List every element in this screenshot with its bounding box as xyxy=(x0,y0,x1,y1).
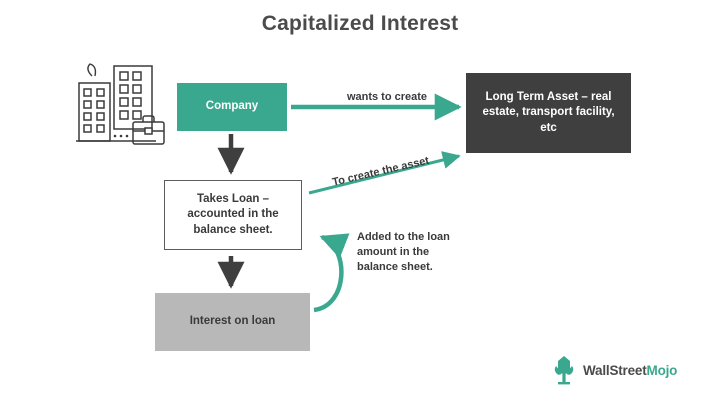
node-takes-loan-label: Takes Loan – accounted in the balance sh… xyxy=(187,192,279,236)
page-title: Capitalized Interest xyxy=(261,12,459,35)
wallstreetmojo-logo-icon xyxy=(554,356,574,385)
node-company[interactable]: Company xyxy=(177,83,287,131)
edge-interest-to-loan xyxy=(313,233,350,313)
node-interest-on-loan[interactable]: Interest on loan xyxy=(155,293,310,351)
edge-label-wants-to-create: wants to create xyxy=(346,91,428,103)
briefcase-icon xyxy=(132,115,165,145)
node-long-term-asset[interactable]: Long Term Asset – real estate, transport… xyxy=(466,73,631,153)
node-company-label: Company xyxy=(205,100,259,113)
node-interest-on-loan-label: Interest on loan xyxy=(189,315,276,328)
office-building-icon xyxy=(76,63,156,142)
node-long-term-asset-label: Long Term Asset – real estate, transport… xyxy=(482,90,615,134)
node-takes-loan[interactable]: Takes Loan – accounted in the balance sh… xyxy=(164,180,302,250)
brand-name-prefix: WallStreet xyxy=(583,362,647,378)
edge-label-added-to-loan-amount: Added to the loan amount in the balance … xyxy=(357,231,450,273)
edge-loan-to-asset xyxy=(308,151,461,195)
brand-name: WallStreetMojo xyxy=(583,363,677,378)
brand-name-suffix: Mojo xyxy=(646,362,678,378)
brand-watermark: WallStreetMojo xyxy=(551,355,677,385)
